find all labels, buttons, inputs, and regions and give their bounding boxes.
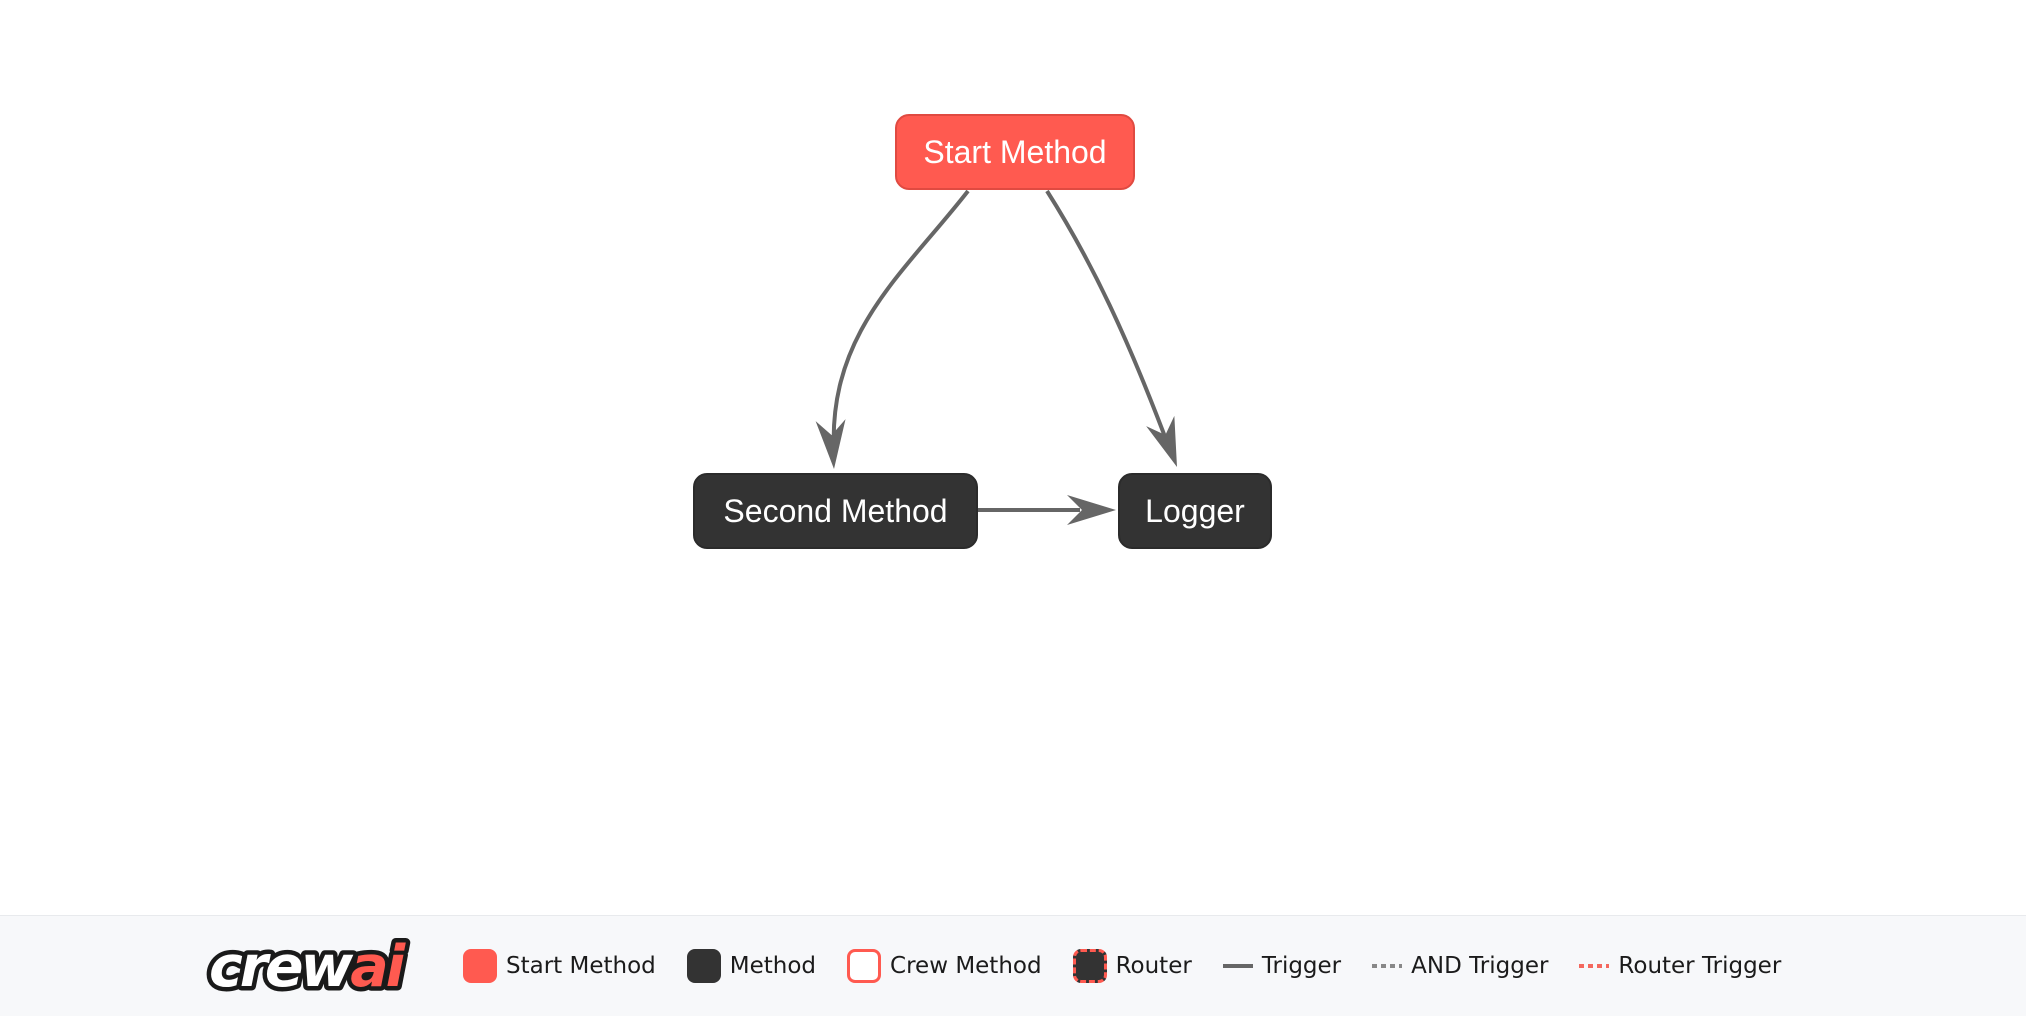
- legend-item-crew-method: Crew Method: [847, 949, 1042, 983]
- node-logger[interactable]: Logger: [1118, 473, 1272, 549]
- crew-method-swatch-icon: [847, 949, 882, 983]
- legend-item-router: Router: [1072, 949, 1192, 983]
- edge-second-method-to-logger[interactable]: [978, 495, 1116, 525]
- legend-item-and-trigger: AND Trigger: [1372, 953, 1548, 979]
- legend-label: Trigger: [1261, 953, 1342, 979]
- legend-item-method: Method: [686, 949, 817, 983]
- arrowhead-icon: [815, 419, 846, 469]
- method-swatch-icon: [686, 949, 721, 983]
- and-trigger-line-icon: [1372, 964, 1403, 968]
- legend-label: Router Trigger: [1618, 953, 1782, 979]
- node-label: Logger: [1145, 493, 1245, 529]
- edge-start-to-second-method[interactable]: [815, 189, 970, 470]
- flow-canvas[interactable]: Start Method Second Method Logger: [0, 0, 2026, 915]
- router-trigger-line-icon: [1579, 964, 1610, 968]
- edge-start-to-logger[interactable]: [1045, 189, 1191, 472]
- node-label: Second Method: [723, 493, 948, 529]
- legend-label: Crew Method: [890, 953, 1042, 979]
- node-start-method[interactable]: Start Method: [895, 114, 1135, 190]
- crewai-logo-image: crewai: [205, 930, 414, 1005]
- legend-label: Start Method: [506, 953, 656, 979]
- legend-item-start-method: Start Method: [463, 949, 656, 983]
- legend-label: Method: [729, 953, 817, 979]
- legend-label: AND Trigger: [1411, 953, 1549, 979]
- edges-layer: [815, 189, 1191, 525]
- node-label: Start Method: [923, 134, 1107, 170]
- logo-text-ai: ai: [350, 934, 406, 1000]
- legend-label: Router: [1115, 953, 1192, 979]
- trigger-line-icon: [1222, 964, 1253, 968]
- router-swatch-icon: [1072, 949, 1107, 983]
- legend-item-trigger: Trigger: [1222, 953, 1342, 979]
- logo-text-crew: crew: [209, 934, 354, 1000]
- legend-bar: crewai Start Method Method Crew Method R…: [0, 915, 2026, 1016]
- node-second-method[interactable]: Second Method: [693, 473, 978, 549]
- legend-item-router-trigger: Router Trigger: [1579, 953, 1781, 979]
- arrowhead-icon: [1067, 495, 1116, 525]
- crewai-logo: crewai: [205, 924, 430, 1008]
- svg-text:crewai: crewai: [209, 934, 407, 1000]
- start-method-swatch-icon: [463, 949, 497, 983]
- arrowhead-icon: [1146, 415, 1177, 467]
